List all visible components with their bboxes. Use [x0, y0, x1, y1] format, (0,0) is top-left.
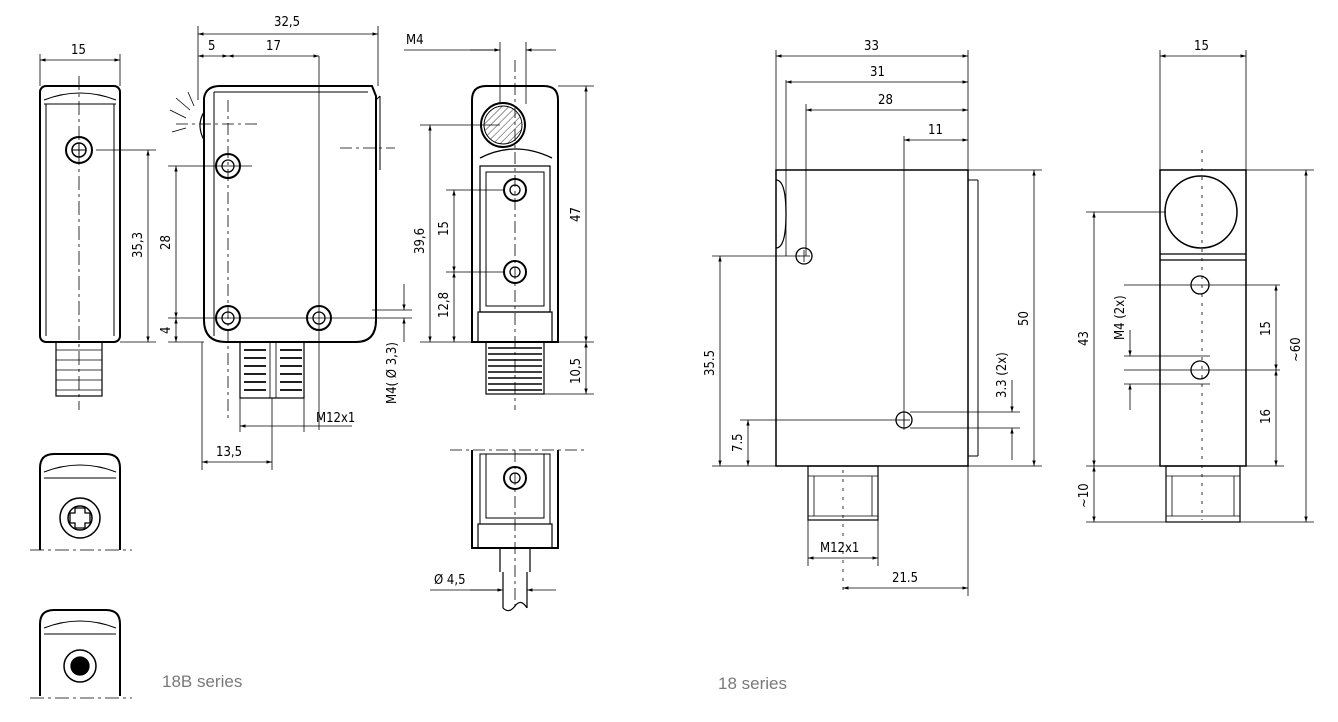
18-side-view [712, 50, 1042, 596]
dim-18-355: 35.5 [703, 350, 718, 376]
dim-18b-m4-hole: M4( Ø 3,3) [385, 342, 400, 404]
dim-18-11: 11 [928, 123, 943, 138]
dim-18b-15v: 15 [437, 221, 452, 236]
18b-cable-view [430, 449, 586, 612]
dim-18b-396: 39,6 [413, 228, 428, 254]
18b-front-view [39, 54, 156, 410]
dim-18-10: ~10 [1077, 483, 1092, 508]
18b-side-view [168, 26, 412, 470]
dim-18-215: 21.5 [892, 571, 918, 586]
dim-18-75: 7.5 [731, 433, 746, 452]
dim-18-m4: M4 (2x) [1113, 295, 1128, 340]
dim-18-33: 33 [864, 39, 879, 54]
18b-dimension-labels: 15 32,5 5 17 M4 35,3 28 4 39,6 15 12,8 4… [71, 15, 584, 588]
dim-18-15: 15 [1194, 39, 1209, 54]
dim-18b-m4-top: M4 [406, 33, 424, 48]
18-front-view [1086, 50, 1314, 523]
dim-18b-cable: Ø 4,5 [434, 573, 466, 588]
dim-18-m12: M12x1 [820, 541, 859, 556]
dim-18b-17: 17 [266, 39, 281, 54]
dim-18-28: 28 [878, 93, 893, 108]
dim-18-31: 31 [870, 65, 885, 80]
dim-18b-47: 47 [569, 207, 584, 222]
dim-18b-15: 15 [71, 43, 86, 58]
dim-18-33x2: 3.3 (2x) [995, 352, 1010, 398]
dim-18-60: ~60 [1289, 337, 1304, 362]
dim-18b-105: 10,5 [569, 358, 584, 384]
dim-18b-m12: M12x1 [316, 411, 355, 426]
dim-18b-128: 12,8 [437, 292, 452, 318]
18b-series-drawing [30, 26, 594, 699]
18-dimension-labels: 33 31 28 11 15 35.5 7.5 3.3 (2x) 50 M12x… [703, 39, 1304, 586]
dim-18-15v: 15 [1259, 321, 1274, 336]
dim-18b-325: 32,5 [274, 15, 300, 30]
dim-18b-28: 28 [159, 235, 174, 250]
dim-18-16: 16 [1259, 409, 1274, 424]
dim-18b-353: 35,3 [131, 232, 146, 258]
caption-18-series: 18 series [718, 674, 787, 693]
18-series-drawing [712, 50, 1314, 596]
18b-bottom-view-1 [30, 453, 132, 551]
dim-18b-4: 4 [159, 327, 174, 334]
caption-18b-series: 18B series [162, 672, 243, 691]
dim-18-43: 43 [1077, 331, 1092, 346]
dim-18b-5: 5 [208, 39, 215, 54]
18b-bottom-view-2 [30, 609, 132, 699]
18b-rear-view [404, 42, 594, 410]
dim-18-50: 50 [1017, 311, 1032, 326]
dim-18b-135: 13,5 [216, 445, 242, 460]
